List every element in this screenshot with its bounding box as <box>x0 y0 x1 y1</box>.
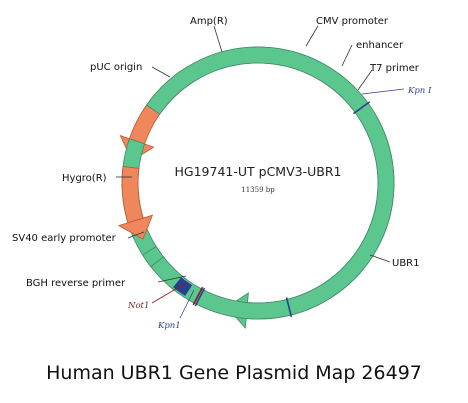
leader-line-ubr1 <box>369 254 391 263</box>
site-tick-kpn1-bottom <box>194 287 206 307</box>
feature-bgh-reverse-primer <box>173 277 193 296</box>
label-not1: Not1 <box>127 301 149 311</box>
feature-hygro-r <box>117 165 154 240</box>
leader-line-enhancer <box>341 44 353 67</box>
site-tick-kpn1-top <box>352 101 371 115</box>
leader-line-not1 <box>151 282 187 304</box>
plasmid-size: 11359 bp <box>241 186 275 194</box>
leader-lines <box>116 25 405 319</box>
label-hygro-r: Hygro(R) <box>62 173 107 184</box>
leader-line-cmv <box>305 25 319 47</box>
label-amp-r: Amp(R) <box>190 16 228 27</box>
label-enhancer: enhancer <box>356 40 404 51</box>
leader-line-sv40 <box>127 231 145 239</box>
leader-line-amp <box>213 25 223 53</box>
label-ubr1: UBR1 <box>392 258 420 269</box>
feature-puc-origin <box>121 46 395 320</box>
figure-caption: Human UBR1 Gene Plasmid Map 26497 <box>46 362 422 384</box>
label-cmv-promoter: CMV promoter <box>316 16 389 27</box>
label-t7-primer: T7 primer <box>369 63 420 74</box>
site-tick-not1 <box>192 286 204 306</box>
label-kpn1-bottom: Kpn1 <box>157 321 181 331</box>
restriction-sites <box>192 101 371 318</box>
label-bgh-reverse-primer: BGH reverse primer <box>26 278 126 289</box>
feature-sv40-early-promoter <box>142 246 165 268</box>
site-tick-kpn1-inner <box>285 297 293 318</box>
label-kpn1-top: Kpn I <box>407 86 432 96</box>
leader-line-bgh <box>157 275 187 283</box>
label-sv40-early-promoter: SV40 early promoter <box>12 233 117 244</box>
leader-line-kpn-bottom <box>179 289 195 319</box>
label-puc-origin: pUC origin <box>90 62 142 73</box>
leader-line-t7 <box>357 69 373 91</box>
feature-arcs <box>117 46 395 330</box>
leader-line-kpn-top <box>361 88 405 95</box>
leader-line-puc <box>151 66 171 78</box>
plasmid-name: HG19741-UT pCMV3-UBR1 <box>175 164 342 179</box>
